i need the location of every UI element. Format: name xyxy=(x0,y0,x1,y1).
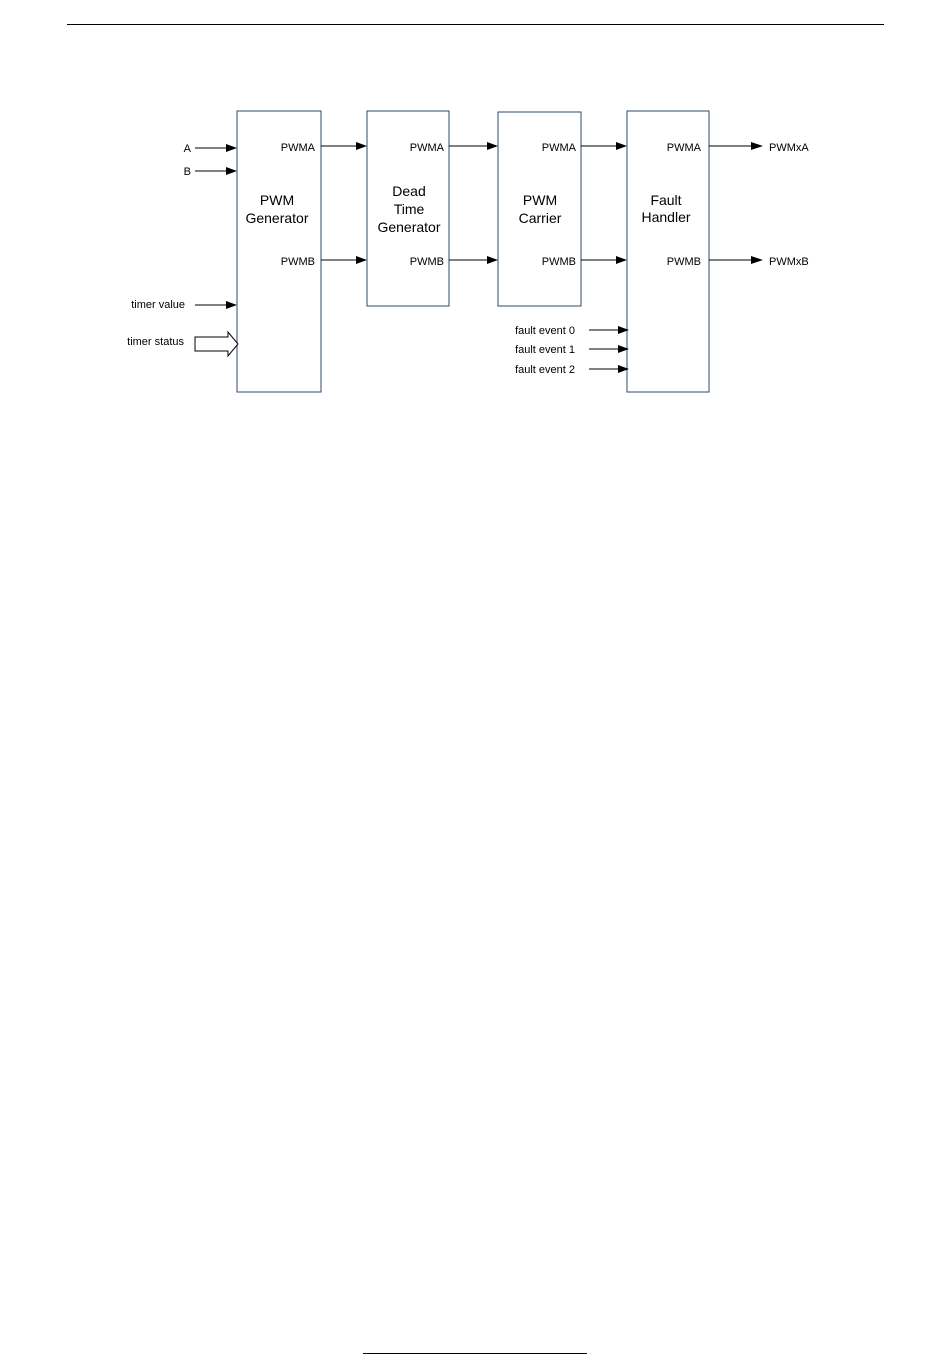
arrow-pwma-1 xyxy=(321,142,367,150)
pwm-carrier-port-pwmb: PWMB xyxy=(542,256,576,268)
arrow-pwmxb xyxy=(709,256,763,264)
output-pwmxb-label: PWMxB xyxy=(769,256,809,268)
arrow-fault-event-2 xyxy=(589,365,629,373)
fault-event-2-label: fault event 2 xyxy=(515,364,575,376)
arrow-pwmb-2 xyxy=(449,256,498,264)
fault-handler-title-2: Handler xyxy=(641,209,690,225)
fault-event-0-label: fault event 0 xyxy=(515,325,575,337)
arrow-pwma-2 xyxy=(449,142,498,150)
arrow-timer-value xyxy=(195,301,237,309)
input-b-label: B xyxy=(184,166,191,178)
dead-time-title-2: Time xyxy=(394,201,425,217)
timer-status-label: timer status xyxy=(127,336,184,348)
arrow-pwmb-1 xyxy=(321,256,367,264)
pwm-block-diagram: PWM Generator Dead Time Generator PWM Ca… xyxy=(0,0,950,420)
pwm-carrier-title-2: Carrier xyxy=(519,210,562,226)
pwm-carrier-title-1: PWM xyxy=(523,192,557,208)
fault-event-1-label: fault event 1 xyxy=(515,344,575,356)
footer-rule xyxy=(363,1353,587,1354)
fault-handler-port-pwma: PWMA xyxy=(667,142,702,154)
arrow-timer-status xyxy=(195,332,238,356)
fault-handler-port-pwmb: PWMB xyxy=(667,256,701,268)
arrow-fault-event-0 xyxy=(589,326,629,334)
pwm-generator-title-2: Generator xyxy=(245,210,308,226)
arrow-a xyxy=(195,144,237,152)
pwm-generator-port-pwmb: PWMB xyxy=(281,256,315,268)
timer-value-label: timer value xyxy=(131,299,185,311)
dead-time-title-1: Dead xyxy=(392,183,425,199)
arrow-pwmxa xyxy=(709,142,763,150)
pwm-generator-title-1: PWM xyxy=(260,192,294,208)
dead-time-port-pwmb: PWMB xyxy=(410,256,444,268)
arrow-pwma-3 xyxy=(581,142,627,150)
input-a-label: A xyxy=(184,143,192,155)
dead-time-port-pwma: PWMA xyxy=(410,142,445,154)
arrow-pwmb-3 xyxy=(581,256,627,264)
fault-handler-title-1: Fault xyxy=(650,192,681,208)
pwm-generator-port-pwma: PWMA xyxy=(281,142,316,154)
arrow-fault-event-1 xyxy=(589,345,629,353)
output-pwmxa-label: PWMxA xyxy=(769,142,809,154)
pwm-carrier-port-pwma: PWMA xyxy=(542,142,577,154)
dead-time-title-3: Generator xyxy=(377,219,440,235)
arrow-b xyxy=(195,167,237,175)
